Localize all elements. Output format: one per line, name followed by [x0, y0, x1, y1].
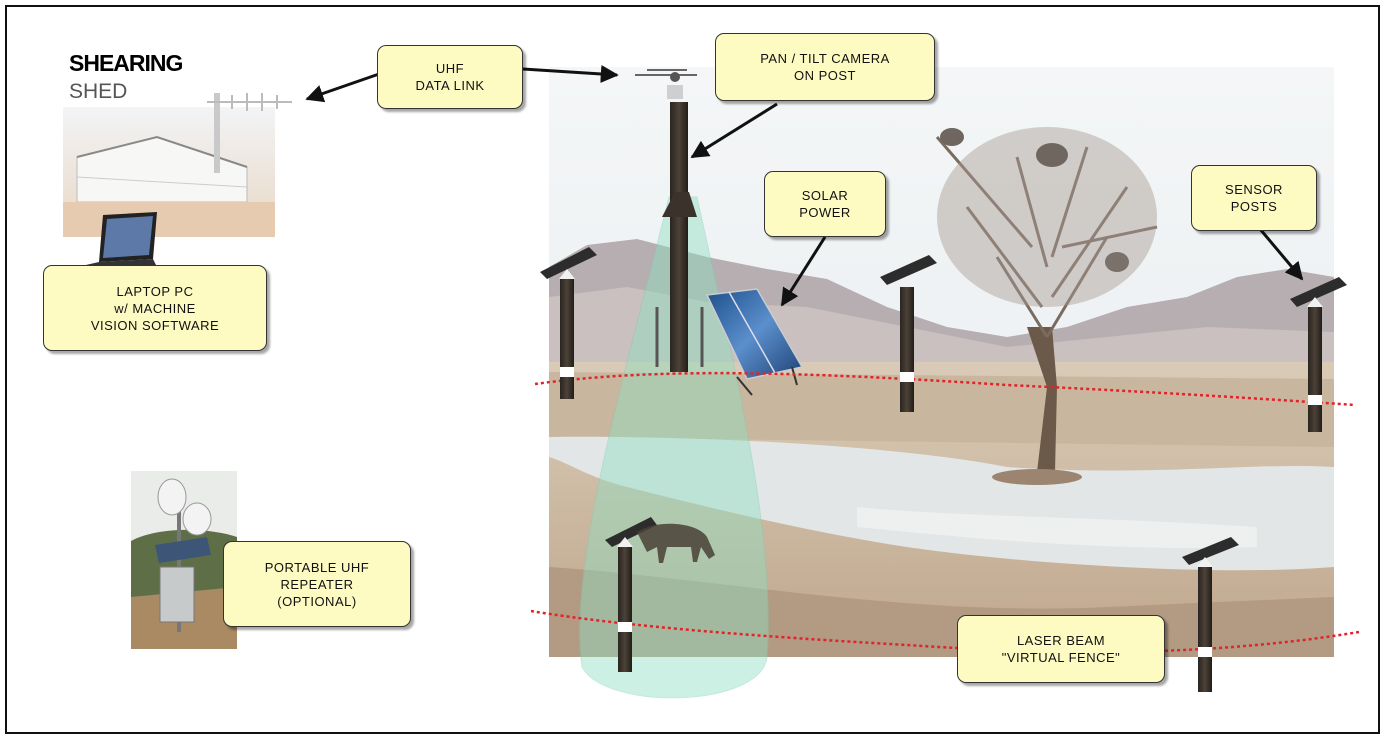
callout-solar-power: SOLAR POWER — [764, 171, 886, 237]
repeater-icon — [131, 471, 237, 649]
laptop-icon — [77, 212, 157, 275]
callout-laptop-pc: LAPTOP PC w/ MACHINE VISION SOFTWARE — [43, 265, 267, 351]
callout-laptop-pc-text: LAPTOP PC w/ MACHINE VISION SOFTWARE — [90, 283, 220, 333]
laser-beam-upper — [534, 371, 1356, 407]
antenna-icon — [207, 93, 292, 173]
diagram-frame: SHEARING SHED UHF DATA LINK PAN / TILT C… — [5, 5, 1380, 734]
animal-silhouette — [637, 523, 715, 563]
callout-pan-tilt-camera: PAN / TILT CAMERA ON POST — [715, 33, 935, 101]
callout-uhf-data-link: UHF DATA LINK — [377, 45, 523, 109]
callout-laser-beam-text: LASER BEAM "VIRTUAL FENCE" — [1001, 633, 1121, 665]
laser-beam-lower — [530, 609, 1360, 654]
tree-icon — [935, 127, 1158, 485]
sensor-post-icon — [540, 247, 1347, 692]
callout-solar-power-text: SOLAR POWER — [799, 188, 851, 220]
callout-portable-repeater: PORTABLE UHF REPEATER (OPTIONAL) — [223, 541, 411, 627]
solar-panel-icon — [705, 288, 804, 396]
callout-sensor-posts: SENSOR POSTS — [1191, 165, 1317, 231]
shed-title-bold: SHEARING — [69, 50, 183, 76]
shed-title-light: SHED — [69, 80, 128, 103]
callout-laser-beam: LASER BEAM "VIRTUAL FENCE" — [957, 615, 1165, 683]
shed-icon — [63, 107, 275, 237]
callout-uhf-data-link-text: UHF DATA LINK — [415, 61, 485, 93]
camera-icon — [635, 69, 704, 372]
callout-portable-repeater-text: PORTABLE UHF REPEATER (OPTIONAL) — [264, 559, 370, 609]
scene-illustration — [63, 64, 1360, 699]
callout-pan-tilt-camera-text: PAN / TILT CAMERA ON POST — [760, 51, 890, 83]
callout-sensor-posts-text: SENSOR POSTS — [1225, 182, 1283, 214]
pointer-arrows — [305, 64, 1304, 307]
